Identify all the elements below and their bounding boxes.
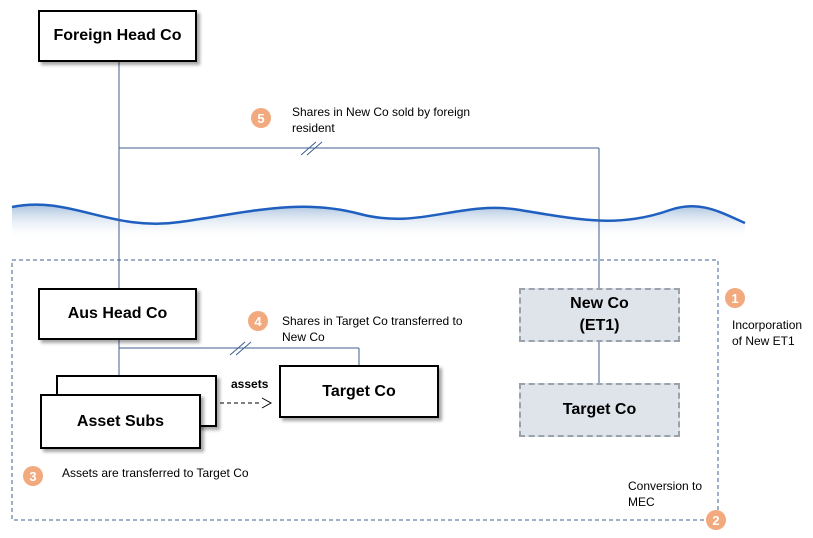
step-1-text: Incorporation of New ET1	[732, 318, 803, 348]
asset-subs-box: Asset Subs	[40, 394, 201, 449]
foreign-head-co-box: Foreign Head Co	[38, 10, 197, 62]
step-3-badge: 3	[23, 466, 43, 486]
break-mark-mid-1	[229, 341, 246, 356]
break-mark-top-1	[300, 141, 317, 156]
assets-arrowhead	[261, 397, 273, 409]
asset-subs-label: Asset Subs	[76, 412, 165, 430]
new-co-label: New Co	[570, 295, 629, 312]
step-2-text: Conversion to MEC	[628, 479, 703, 509]
aus-head-co-label: Aus Head Co	[67, 305, 168, 322]
break-mark-top-2	[306, 141, 323, 156]
assets-arrow-label: assets	[231, 377, 269, 391]
break-mark-mid-2	[235, 341, 252, 356]
australia-boundary	[11, 259, 719, 521]
target-co-right-label: Target Co	[562, 401, 637, 418]
step-4-text: Shares in Target Co transferred to New C…	[282, 314, 463, 344]
step-4-badge: 4	[248, 311, 268, 331]
water-shading	[12, 204, 745, 240]
target-co-left-label: Target Co	[322, 382, 396, 400]
new-co-box: New Co (ET1)	[519, 288, 680, 342]
step-3-text: Assets are transferred to Target Co	[62, 466, 249, 480]
step-1-badge: 1	[725, 288, 745, 308]
target-co-right-box: Target Co	[519, 383, 680, 437]
aus-head-co-box: Aus Head Co	[38, 288, 197, 340]
foreign-head-co-label: Foreign Head Co	[53, 27, 182, 44]
step-2-badge: 2	[706, 510, 726, 530]
border-wave	[11, 203, 746, 225]
new-co-et1-label: (ET1)	[579, 317, 620, 334]
target-co-left-box: Target Co	[279, 365, 439, 418]
step-5-badge: 5	[251, 108, 271, 128]
step-5-text: Shares in New Co sold by foreign residen…	[292, 105, 471, 135]
